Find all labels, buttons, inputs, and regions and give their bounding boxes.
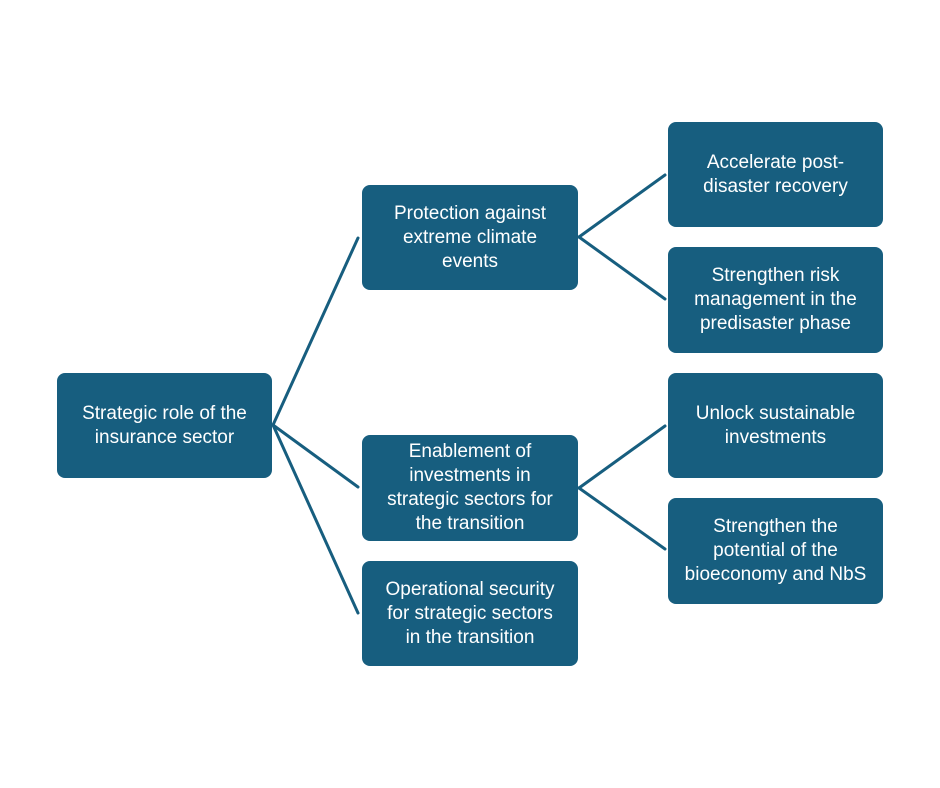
connector-enablement-bioeconomy: [577, 486, 667, 551]
node-label: Strategic role of the insurance sector: [82, 402, 247, 448]
node-accelerate-recovery: Accelerate post- disaster recovery: [668, 122, 883, 227]
node-label: Protection against extreme climate event…: [393, 202, 547, 272]
connector-enablement-unlock: [577, 424, 667, 490]
node-label: Strengthen the potential of the bioecono…: [684, 516, 867, 585]
node-label: Enablement of investments in strategic s…: [387, 441, 553, 534]
node-protection-extreme-climate: Protection against extreme climate event…: [362, 185, 578, 290]
node-label: Operational security for strategic secto…: [385, 578, 555, 648]
node-enablement-investments: Enablement of investments in strategic s…: [362, 435, 578, 541]
connector-protection-accelerate: [577, 173, 667, 239]
node-strengthen-bioeconomy: Strengthen the potential of the bioecono…: [668, 498, 883, 604]
connector-root-operational: [271, 423, 360, 615]
node-strategic-role: Strategic role of the insurance sector: [57, 373, 272, 478]
node-operational-security: Operational security for strategic secto…: [362, 561, 578, 666]
node-strengthen-risk-management: Strengthen risk management in the predis…: [668, 247, 883, 353]
node-unlock-sustainable-investments: Unlock sustainable investments: [668, 373, 883, 478]
connector-protection-risk: [577, 235, 667, 301]
node-label: Accelerate post- disaster recovery: [703, 151, 848, 197]
node-label: Strengthen risk management in the predis…: [694, 265, 857, 334]
node-label: Unlock sustainable investments: [695, 402, 856, 448]
connector-root-protection: [271, 236, 360, 427]
connector-root-enablement: [271, 423, 360, 489]
